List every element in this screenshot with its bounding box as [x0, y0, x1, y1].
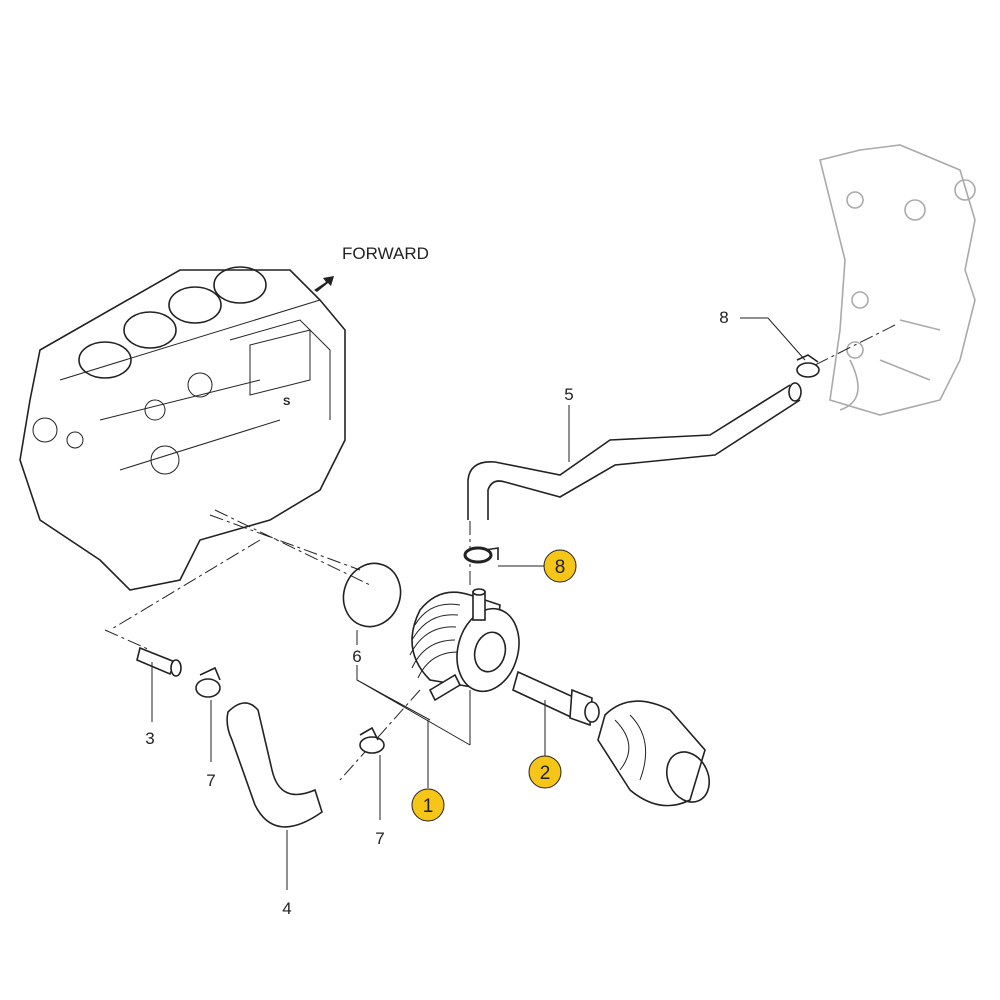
clamp-top-drawing [796, 354, 820, 378]
svg-text:8: 8 [555, 557, 566, 578]
oil-cooler-drawing [409, 588, 520, 702]
clamp-mid-drawing [359, 726, 385, 754]
callout-clamp-highlight[interactable]: 8 [543, 549, 577, 583]
label-gasket: 6 [352, 647, 361, 666]
svg-text:2: 2 [540, 763, 551, 784]
upper-hose-drawing [467, 382, 802, 520]
label-fitting: 3 [145, 729, 154, 748]
label-clamp-left: 7 [206, 771, 215, 790]
fitting-drawing [136, 646, 182, 677]
engine-block-drawing: S [19, 266, 346, 591]
label-clamp-top: 8 [719, 308, 728, 327]
lower-hose-drawing [226, 702, 323, 828]
connector-drawing [512, 670, 600, 727]
label-clamp-mid: 7 [375, 829, 384, 848]
label-hose-lower: 4 [282, 899, 291, 918]
svg-text:1: 1 [423, 796, 434, 817]
forward-arrow-icon [314, 276, 334, 292]
callout-oil-cooler[interactable]: 1 [411, 788, 445, 822]
clamp-left-drawing [195, 666, 221, 698]
label-hose-upper: 5 [564, 385, 573, 404]
callout-connector[interactable]: 2 [528, 755, 562, 789]
gasket-drawing [342, 562, 402, 628]
clamp-highlight-drawing [463, 546, 499, 564]
oil-filter-drawing [597, 700, 710, 807]
thermostat-housing-drawing [819, 144, 976, 416]
svg-text:S: S [283, 396, 290, 408]
forward-label: FORWARD [342, 244, 429, 263]
